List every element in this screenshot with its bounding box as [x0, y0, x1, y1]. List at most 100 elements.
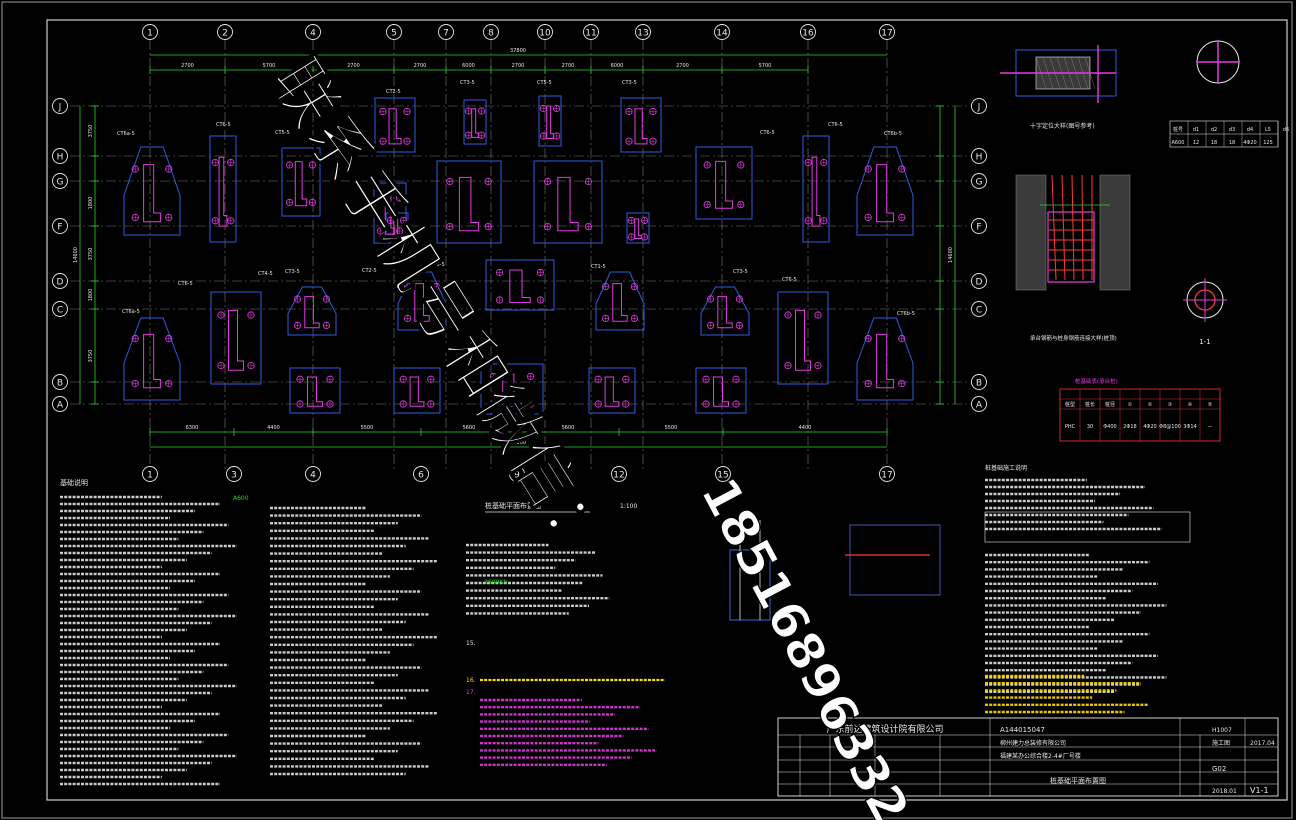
pile-circle [820, 217, 828, 225]
column-outline [228, 309, 244, 371]
pile-circle [217, 311, 225, 319]
axis-bubble-label: F [57, 223, 62, 233]
pile-circle [165, 379, 173, 388]
column-outline [634, 218, 642, 239]
note-15: 15. [466, 640, 476, 647]
pile-circle [526, 372, 535, 381]
axis-bubble: H [52, 148, 68, 164]
pile-circle [864, 165, 872, 173]
axis-bubble-circle [715, 466, 731, 482]
pile-circle [702, 400, 710, 408]
column-outline [612, 283, 628, 322]
column-outline [811, 156, 821, 227]
axis-bubble-circle [52, 374, 68, 390]
pile-cap [123, 317, 181, 401]
dimension-total: 14600 [948, 247, 954, 263]
dimension-label: 5500 [665, 425, 678, 431]
pile-circle [326, 400, 334, 408]
axis-bubble: 5 [386, 24, 402, 40]
pile-circle [403, 137, 411, 145]
axis-bubble-label: J [977, 103, 981, 113]
pile-cap-label: CT6-5 [828, 122, 843, 128]
pile-circle [399, 216, 408, 225]
pile-circle [601, 314, 610, 322]
pile-circle [784, 361, 792, 370]
pile-cap [393, 367, 441, 414]
small-table-value: 18 [1211, 140, 1217, 146]
pile-circle [403, 282, 412, 291]
pile-circle [737, 201, 745, 209]
column-outline [304, 296, 320, 329]
dimension-total: 37800 [510, 48, 526, 54]
pile-table-header: ② [1148, 402, 1153, 408]
dimension-total: 37800 [510, 440, 526, 446]
rebar-line [1071, 174, 1075, 281]
small-table-header: d1 [1193, 127, 1199, 133]
pile-circle [735, 295, 744, 303]
pile-cap-outline [485, 259, 555, 311]
column-outline [458, 176, 480, 232]
notes-green-value: 3600KN [484, 579, 508, 586]
axis-bubble-circle [635, 24, 651, 40]
pile-detail-frame [729, 549, 771, 621]
pile-cap [385, 212, 409, 244]
axis-bubble-label: 4 [310, 471, 316, 481]
pile-circle [399, 233, 408, 241]
pile-cap [620, 97, 662, 153]
pile-cap [485, 259, 555, 311]
axis-bubble-label: 2 [222, 29, 228, 39]
pile-cap [463, 99, 487, 145]
pile-cap-label: CT4-5 [258, 271, 273, 277]
small-table-value: 18 [1229, 140, 1235, 146]
pile-circle [864, 213, 872, 221]
pile-circle [477, 131, 486, 139]
notes-center-scale: 1:100 [620, 503, 637, 510]
pile-circle [864, 334, 872, 343]
notes-green-value: A600 [233, 495, 249, 502]
pile-cap-outline [620, 97, 662, 153]
title-block-frame [777, 717, 1279, 797]
pile-cap-label: CT6-5 [782, 277, 797, 283]
pile-cap [856, 317, 914, 401]
note-17: 17. [466, 689, 476, 696]
axis-bubble-circle [52, 301, 68, 317]
pile-circle [489, 372, 497, 381]
pile-cap-outline [695, 367, 747, 414]
axis-bubble: 4 [305, 466, 321, 482]
dimension-label: 5500 [361, 425, 374, 431]
axis-bubble-circle [305, 24, 321, 40]
dimension-label: 2700 [562, 63, 575, 69]
axis-bubble-circle [714, 24, 730, 40]
axis-bubble: 15 [715, 466, 731, 482]
column-outline [143, 164, 161, 223]
column-outline [393, 218, 401, 239]
column-outline [715, 160, 733, 209]
pile-circle [227, 158, 235, 167]
pile-cap-outline [281, 147, 321, 217]
pile-cap-outline [626, 212, 650, 244]
axis-bubble: F [52, 218, 68, 234]
section-hatch [1099, 174, 1131, 291]
drawing-date: 2018.01 [1212, 788, 1237, 795]
column-outline [307, 376, 323, 407]
company-name: 广东前达建筑设计院有限公司 [826, 723, 943, 735]
axis-bubble-label: B [976, 379, 982, 389]
axis-bubble: J [52, 98, 68, 114]
version-label: V1-1 [1250, 786, 1269, 795]
axis-bubble-label: 3 [231, 471, 237, 481]
pile-cap-label: CT6b-5 [884, 131, 902, 137]
pile-circle [432, 282, 440, 291]
pile-circle [625, 107, 633, 116]
pile-circle [376, 194, 384, 202]
pile-circle [539, 104, 548, 113]
axis-bubble: 11 [583, 24, 599, 40]
column-outline [634, 108, 648, 145]
rebar-line [1051, 174, 1057, 281]
axis-bubble-circle [52, 218, 68, 234]
axis-bubble-circle [413, 466, 429, 482]
column-outline [876, 333, 894, 389]
axis-bubble: C [971, 301, 987, 317]
axis-bubble-circle [386, 24, 402, 40]
axis-bubble-label: 14 [716, 29, 728, 39]
